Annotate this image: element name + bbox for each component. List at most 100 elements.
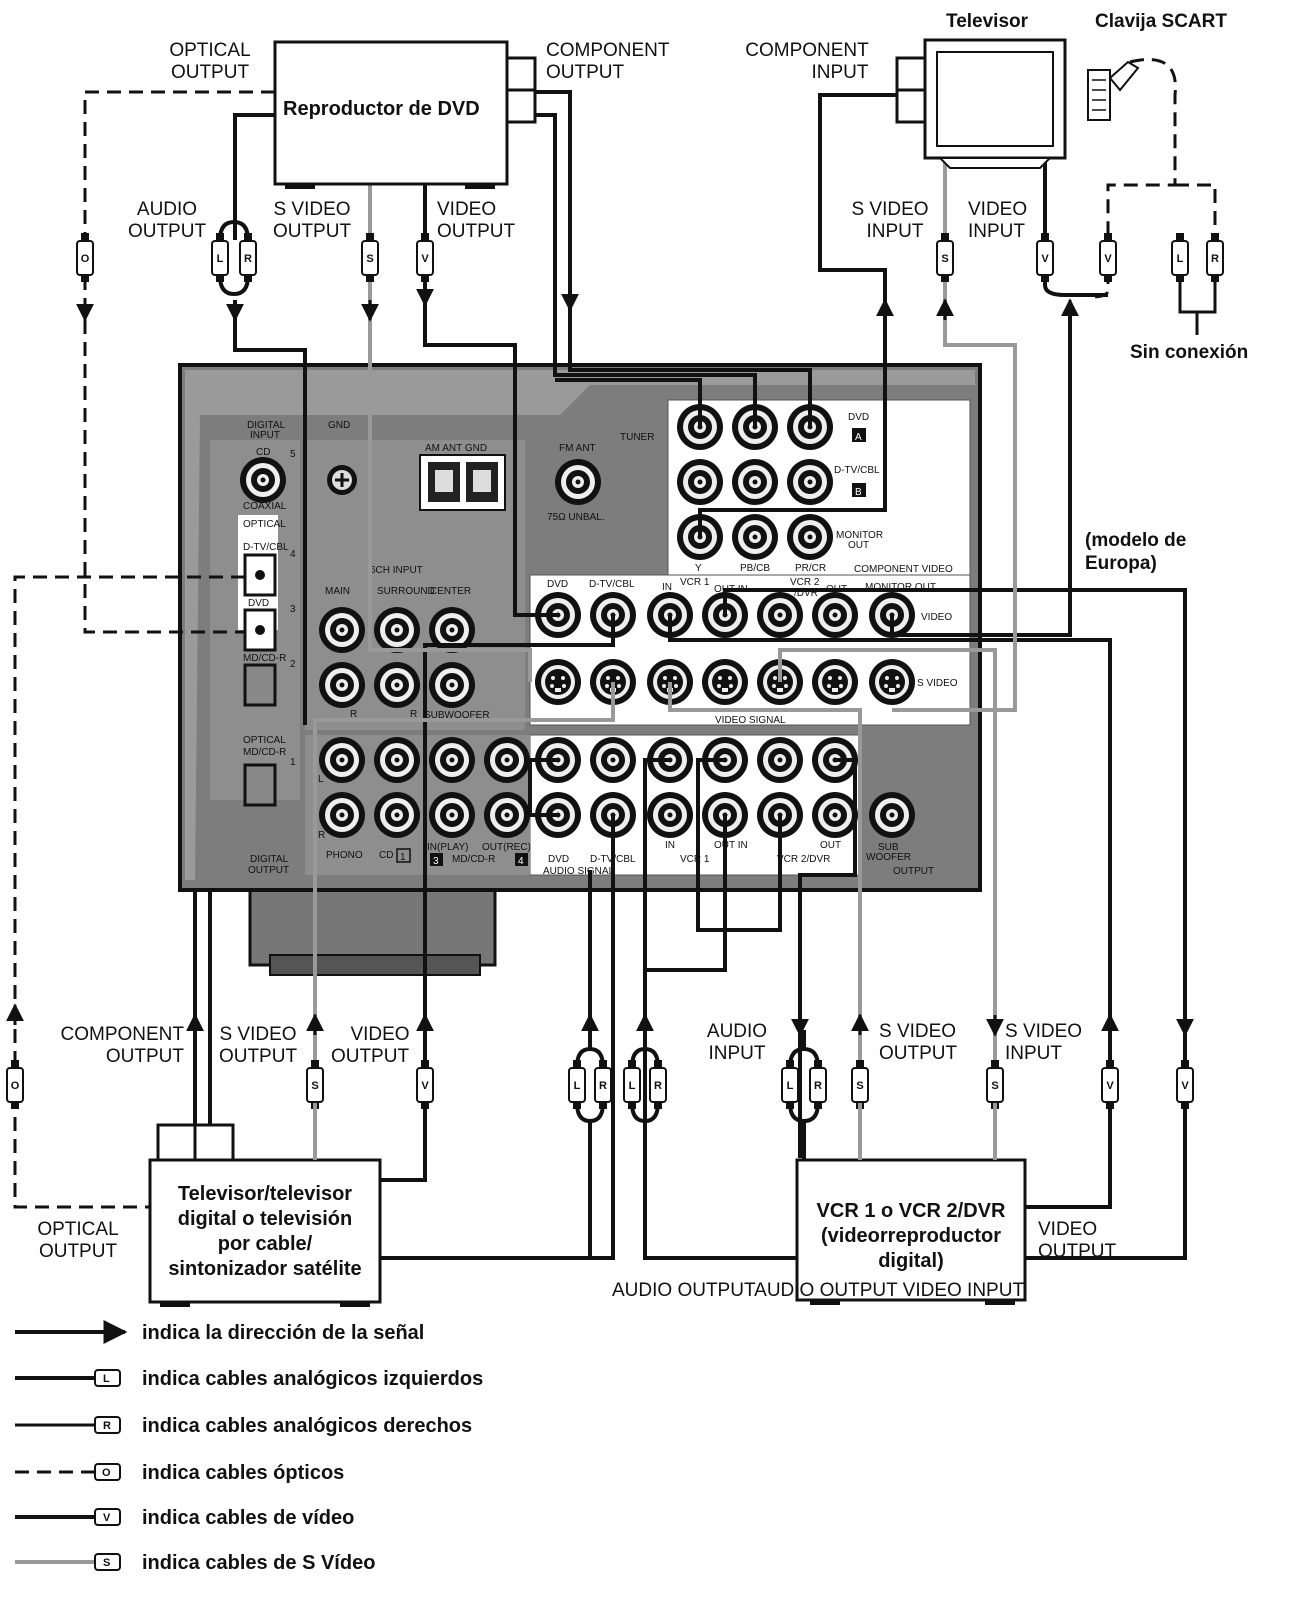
plug-right-dvd: R — [239, 232, 257, 283]
tv-component-input-label-2: INPUT — [812, 62, 869, 83]
tuner-svideo-output-label-2: OUTPUT — [219, 1046, 298, 1067]
cd-box — [396, 848, 411, 863]
vcr-title-3: digital) — [878, 1250, 944, 1272]
svg-text:R: R — [814, 1080, 822, 1092]
l-label: L — [318, 774, 324, 785]
monitor-out-label: MONITOR — [836, 530, 883, 541]
vcr-box: VCR 1 o VCR 2/DVR (videorreproductor dig… — [795, 1158, 1027, 1305]
tv-svideo-input-label-2: INPUT — [867, 221, 924, 242]
plug-svideo-vcr-in: S — [986, 1059, 1004, 1110]
plug-right-vcr-audio-out: R — [649, 1059, 667, 1110]
no-connection-label: Sin conexión — [1130, 342, 1248, 363]
a-outin-label: OUT IN — [714, 840, 748, 851]
md-box-label: 3 — [433, 856, 439, 867]
pb-label: PB/CB — [740, 563, 770, 574]
a-vcr2-label: VCR 2/DVR — [777, 854, 830, 865]
plug-video-dvd: V — [416, 232, 434, 283]
tuner-title-1: Televisor/televisor — [178, 1183, 352, 1205]
opt-dvd-label: DVD — [248, 598, 269, 609]
dvd-player-title: Reproductor de DVD — [283, 98, 480, 120]
svg-text:L: L — [629, 1080, 636, 1092]
fm-antenna-jack — [555, 459, 601, 505]
svg-text:L: L — [787, 1080, 794, 1092]
optical-dtv-jack — [243, 553, 277, 597]
svg-text:R: R — [654, 1080, 662, 1092]
vid-in-label: IN — [662, 582, 672, 593]
tuner-video-output-label: VIDEO — [350, 1024, 409, 1045]
dvd-optical-output-label: OPTICAL — [169, 40, 250, 61]
legend: indica la dirección de la señal L indica… — [15, 1320, 483, 1574]
svg-text:S: S — [856, 1080, 863, 1092]
vid-vcr2-label-2: /DVR — [794, 588, 818, 599]
plug-left-vcr-audio-out: L — [623, 1059, 641, 1110]
woofer-label: WOOFER — [866, 852, 911, 863]
main-label: MAIN — [325, 586, 350, 597]
svg-text:S: S — [991, 1080, 998, 1092]
svg-text:S: S — [941, 253, 948, 265]
in-play-label: IN(PLAY) — [427, 842, 469, 853]
dvd-component-output-label-2: OUTPUT — [546, 62, 625, 83]
plug-left-dvd: L — [211, 232, 229, 283]
md-box-2 — [515, 853, 528, 866]
svg-text:R: R — [599, 1080, 607, 1092]
svg-text:V: V — [1041, 253, 1049, 265]
svg-text:V: V — [1106, 1080, 1114, 1092]
scart-title: Clavija SCART — [1095, 11, 1227, 32]
legend-text-6: indica cables de S Vídeo — [142, 1552, 375, 1574]
television: Televisor — [895, 11, 1067, 169]
scart-plug: Clavija SCART — [1087, 11, 1227, 121]
dvd-component-output-label: COMPONENT — [546, 40, 670, 61]
tv-video-input-label-2: INPUT — [968, 221, 1025, 242]
vid-vcr2-label: VCR 2 — [790, 577, 820, 588]
vcr-svideo-input-label-2: INPUT — [1005, 1043, 1062, 1064]
cd-label: CD — [256, 447, 270, 458]
am-ant-label: AM ANT GND — [425, 443, 487, 454]
legend-svideo-cables: S indica cables de S Vídeo — [15, 1552, 375, 1574]
r-label: R — [350, 709, 357, 720]
tuner-optical-output-label-2: OUTPUT — [39, 1241, 118, 1262]
num-2: 2 — [290, 659, 296, 670]
scart-no-connection-lines — [1178, 275, 1217, 335]
svg-text:V: V — [1104, 253, 1112, 265]
vcr-title-2: (videorreproductor — [821, 1225, 1001, 1247]
vcr-audio-input-label-2: INPUT — [709, 1043, 766, 1064]
vcr-video-output-label-2: OUTPUT — [1038, 1241, 1117, 1262]
plug-right-tuner-audio: R — [594, 1059, 612, 1110]
6ch-input-label: 6CH INPUT — [370, 565, 423, 576]
legend-text-1: indica la dirección de la señal — [142, 1322, 424, 1344]
plug-video-vcr-in: V — [1176, 1059, 1194, 1110]
legend-plug-v: V — [103, 1512, 111, 1524]
plug-right-scart: R — [1206, 232, 1224, 283]
dvd-video-output-label-2: OUTPUT — [437, 221, 516, 242]
cd-audio-label: CD — [379, 850, 393, 861]
r-label-3: R — [318, 830, 325, 841]
dvd-svideo-output-label: S VIDEO — [273, 199, 350, 220]
vcr-bottom-row-label: AUDIO OUTPUTAUDIO OUTPUT VIDEO INPUT — [612, 1280, 1024, 1301]
plug-right-vcr-audio-in: R — [809, 1059, 827, 1110]
plug-left-vcr-audio-in: L — [781, 1059, 799, 1110]
legend-text-2: indica cables analógicos izquierdos — [142, 1368, 483, 1390]
svg-text:R: R — [1211, 253, 1219, 265]
pr-label: PR/CR — [795, 563, 826, 574]
svg-text:V: V — [421, 1080, 429, 1092]
plug-video-tv: V — [1036, 232, 1054, 283]
legend-video-cables: V indica cables de vídeo — [15, 1507, 354, 1529]
optical-cables — [13, 90, 275, 1209]
dvd-video-output-label: VIDEO — [437, 199, 496, 220]
vcr-svideo-output-label-2: OUTPUT — [879, 1043, 958, 1064]
gnd-screw — [327, 465, 357, 495]
num-3: 3 — [290, 604, 296, 615]
legend-optical-cables: O indica cables ópticos — [15, 1462, 344, 1484]
optical-dvd-jack — [243, 608, 277, 652]
plug-video-scart: V — [1099, 232, 1117, 283]
optical-mdcdr-out-jack — [243, 663, 277, 707]
tuner-title-3: por cable/ — [218, 1233, 313, 1255]
europe-model-label-2: Europa) — [1085, 553, 1157, 574]
svg-text:L: L — [217, 253, 224, 265]
digital-output-label-2: OUTPUT — [248, 865, 289, 876]
svg-text:L: L — [1177, 253, 1184, 265]
fm-ant-label: FM ANT — [559, 443, 596, 454]
svg-text:O: O — [11, 1080, 20, 1092]
tuner-component-output-label-2: OUTPUT — [106, 1046, 185, 1067]
optical-label-2: OPTICAL — [243, 735, 286, 746]
